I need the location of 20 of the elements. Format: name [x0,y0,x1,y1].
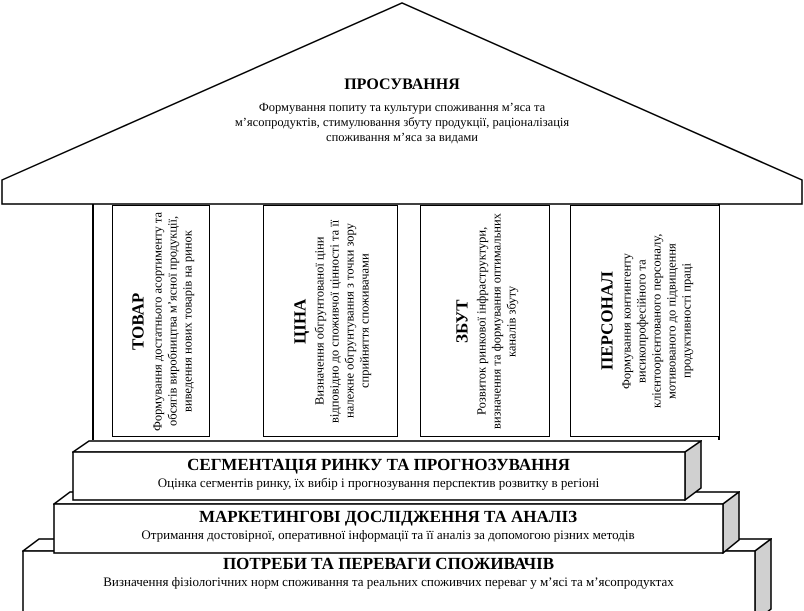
step-heading: ПОТРЕБИ ТА ПЕРЕВАГИ СПОЖИВАЧІВ [222,554,556,574]
step-heading: МАРКЕТИНГОВІ ДОСЛІДЖЕННЯ ТА АНАЛІЗ [198,507,578,527]
column-box [570,205,720,437]
column-text: Розвиток ринкової інфраструктури, визначення та формування оптимальних каналів збуту [474,212,520,431]
column-heading: ЗБУТ [452,299,472,343]
column-text: Визначення обгрунтованої ціни відповідно до споживчої цінності та її належне обгрунтування з точки зору сприйняття споживачами [312,218,372,425]
roof-heading: ПРОСУВАННЯ [343,76,461,94]
step-text: Отримання достовірної, оперативної інформації та її аналіз за допомогою різних методів [140,527,636,543]
step-text: Оцінка сегментів ринку, їх вибір і прогнозування перспектив розвитку в регіоні [156,475,600,491]
step-text: Визначення фізіологічних норм споживання та реальних споживчих переваг у м’ясі та м’ясопродуктах [102,574,675,590]
column-heading: ПЕРСОНАЛ [596,272,618,370]
column-text: Формування контингенту висикопрофесійного та клієнтоорієнтованого персоналу, мотивованого до підвищення продуктивності праці [620,232,694,410]
column-heading: ТОВАР [128,292,148,350]
column-box [263,205,398,437]
column-text: Формування достатнього асортименту та обсягів виробництва м’ясної продукції, виведення нових товарів на ринок [150,211,196,431]
column-box [420,205,550,437]
column-heading: ЦІНА [290,298,310,344]
step-heading: СЕГМЕНТАЦІЯ РИНКУ ТА ПРОГНОЗУВАННЯ [186,455,571,475]
column-box [112,205,210,437]
roof-text: Формування попиту та культури споживання м’яса та м’ясопродуктів, стимулювання збуту продукції, раціоналізація споживання м’яса за видами [234,100,570,145]
